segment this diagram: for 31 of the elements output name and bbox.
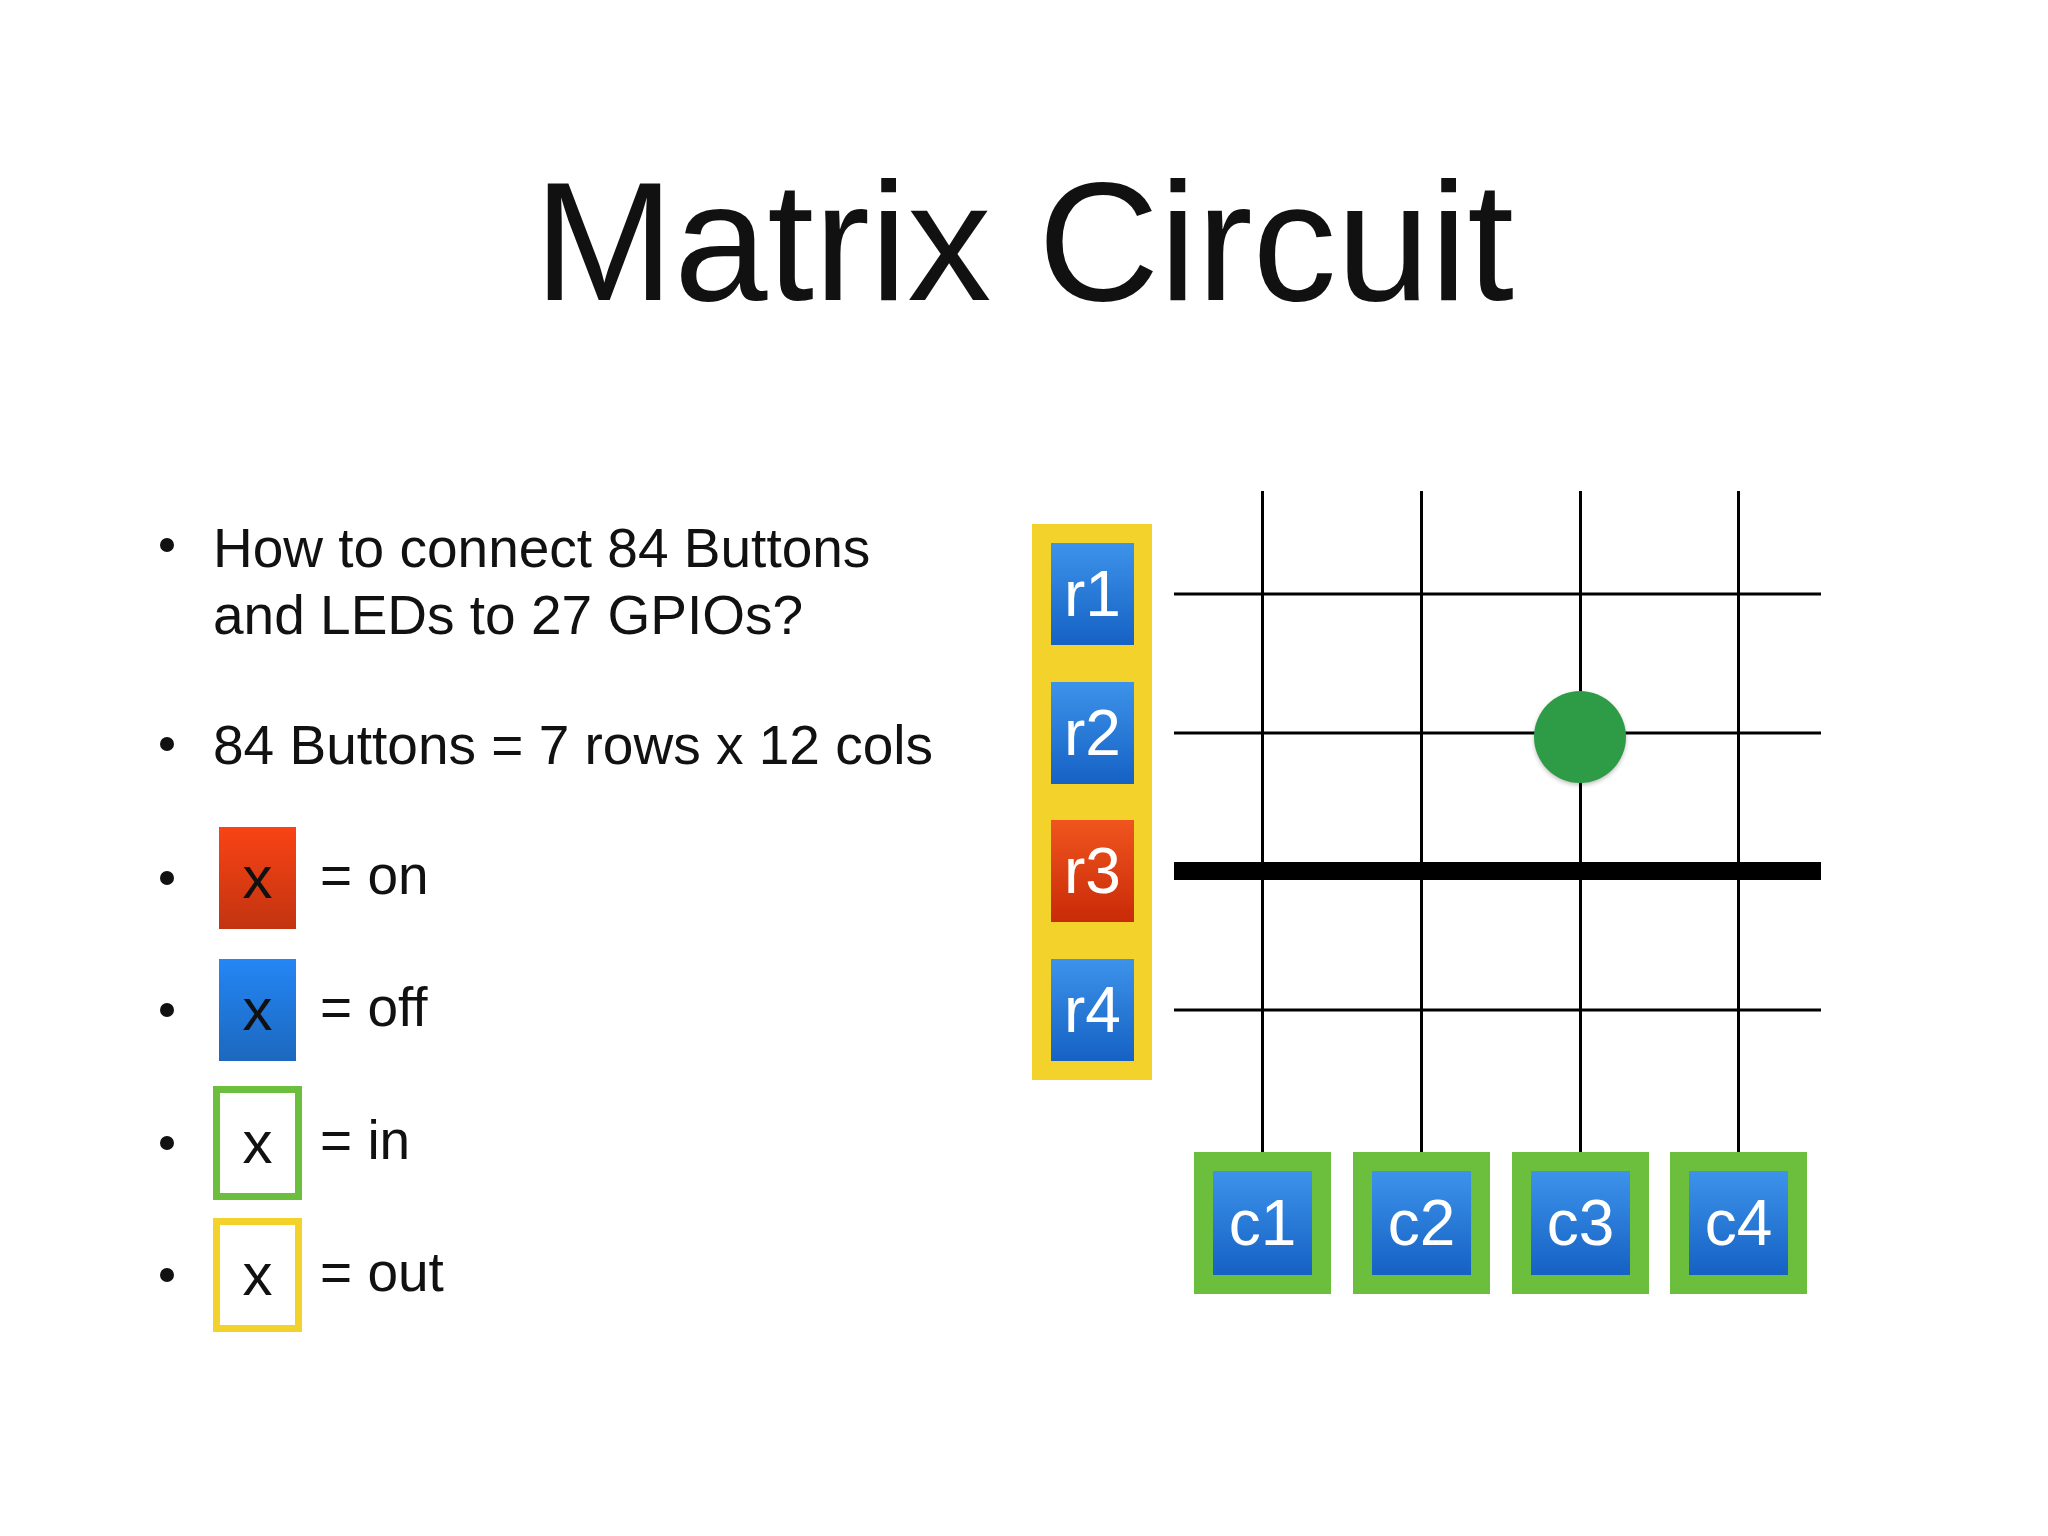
pin-box: r2 — [1051, 682, 1134, 784]
bullet-text: How to connect 84 Buttons and LEDs to 27 GPIOs? — [213, 516, 872, 648]
wire-line — [1174, 592, 1821, 596]
legend-text: = on — [320, 843, 429, 908]
swatch-letter: x — [242, 1245, 273, 1305]
input-frame — [1670, 1152, 1807, 1294]
wire-line — [1420, 491, 1423, 1152]
title: Matrix Circuit — [533, 150, 1515, 335]
legend-text: = out — [320, 1240, 444, 1305]
wire-line — [1261, 491, 1264, 1152]
pin-box: r3 — [1051, 820, 1134, 922]
pin-box: r1 — [1051, 543, 1134, 645]
wire-line — [1737, 491, 1740, 1152]
output-band — [1032, 524, 1152, 1080]
swatch-letter: x — [242, 1113, 273, 1173]
pin-box: c1 — [1213, 1171, 1312, 1275]
input-frame — [1512, 1152, 1649, 1294]
input-frame — [1194, 1152, 1331, 1294]
button-dot — [1534, 691, 1626, 783]
pin-box: c3 — [1531, 1171, 1630, 1275]
pin-box: c4 — [1689, 1171, 1788, 1275]
wire-line — [1174, 862, 1821, 880]
swatch-letter: x — [242, 848, 273, 908]
input-frame — [1353, 1152, 1490, 1294]
wire-line — [1174, 1008, 1821, 1012]
legend-text: = in — [320, 1108, 411, 1173]
legend-text: = off — [320, 975, 428, 1040]
bullet-text: 84 Buttons = 7 rows x 12 cols — [213, 713, 934, 778]
pin-box: r4 — [1051, 959, 1134, 1061]
pin-box: c2 — [1372, 1171, 1471, 1275]
swatch-letter: x — [242, 980, 273, 1040]
